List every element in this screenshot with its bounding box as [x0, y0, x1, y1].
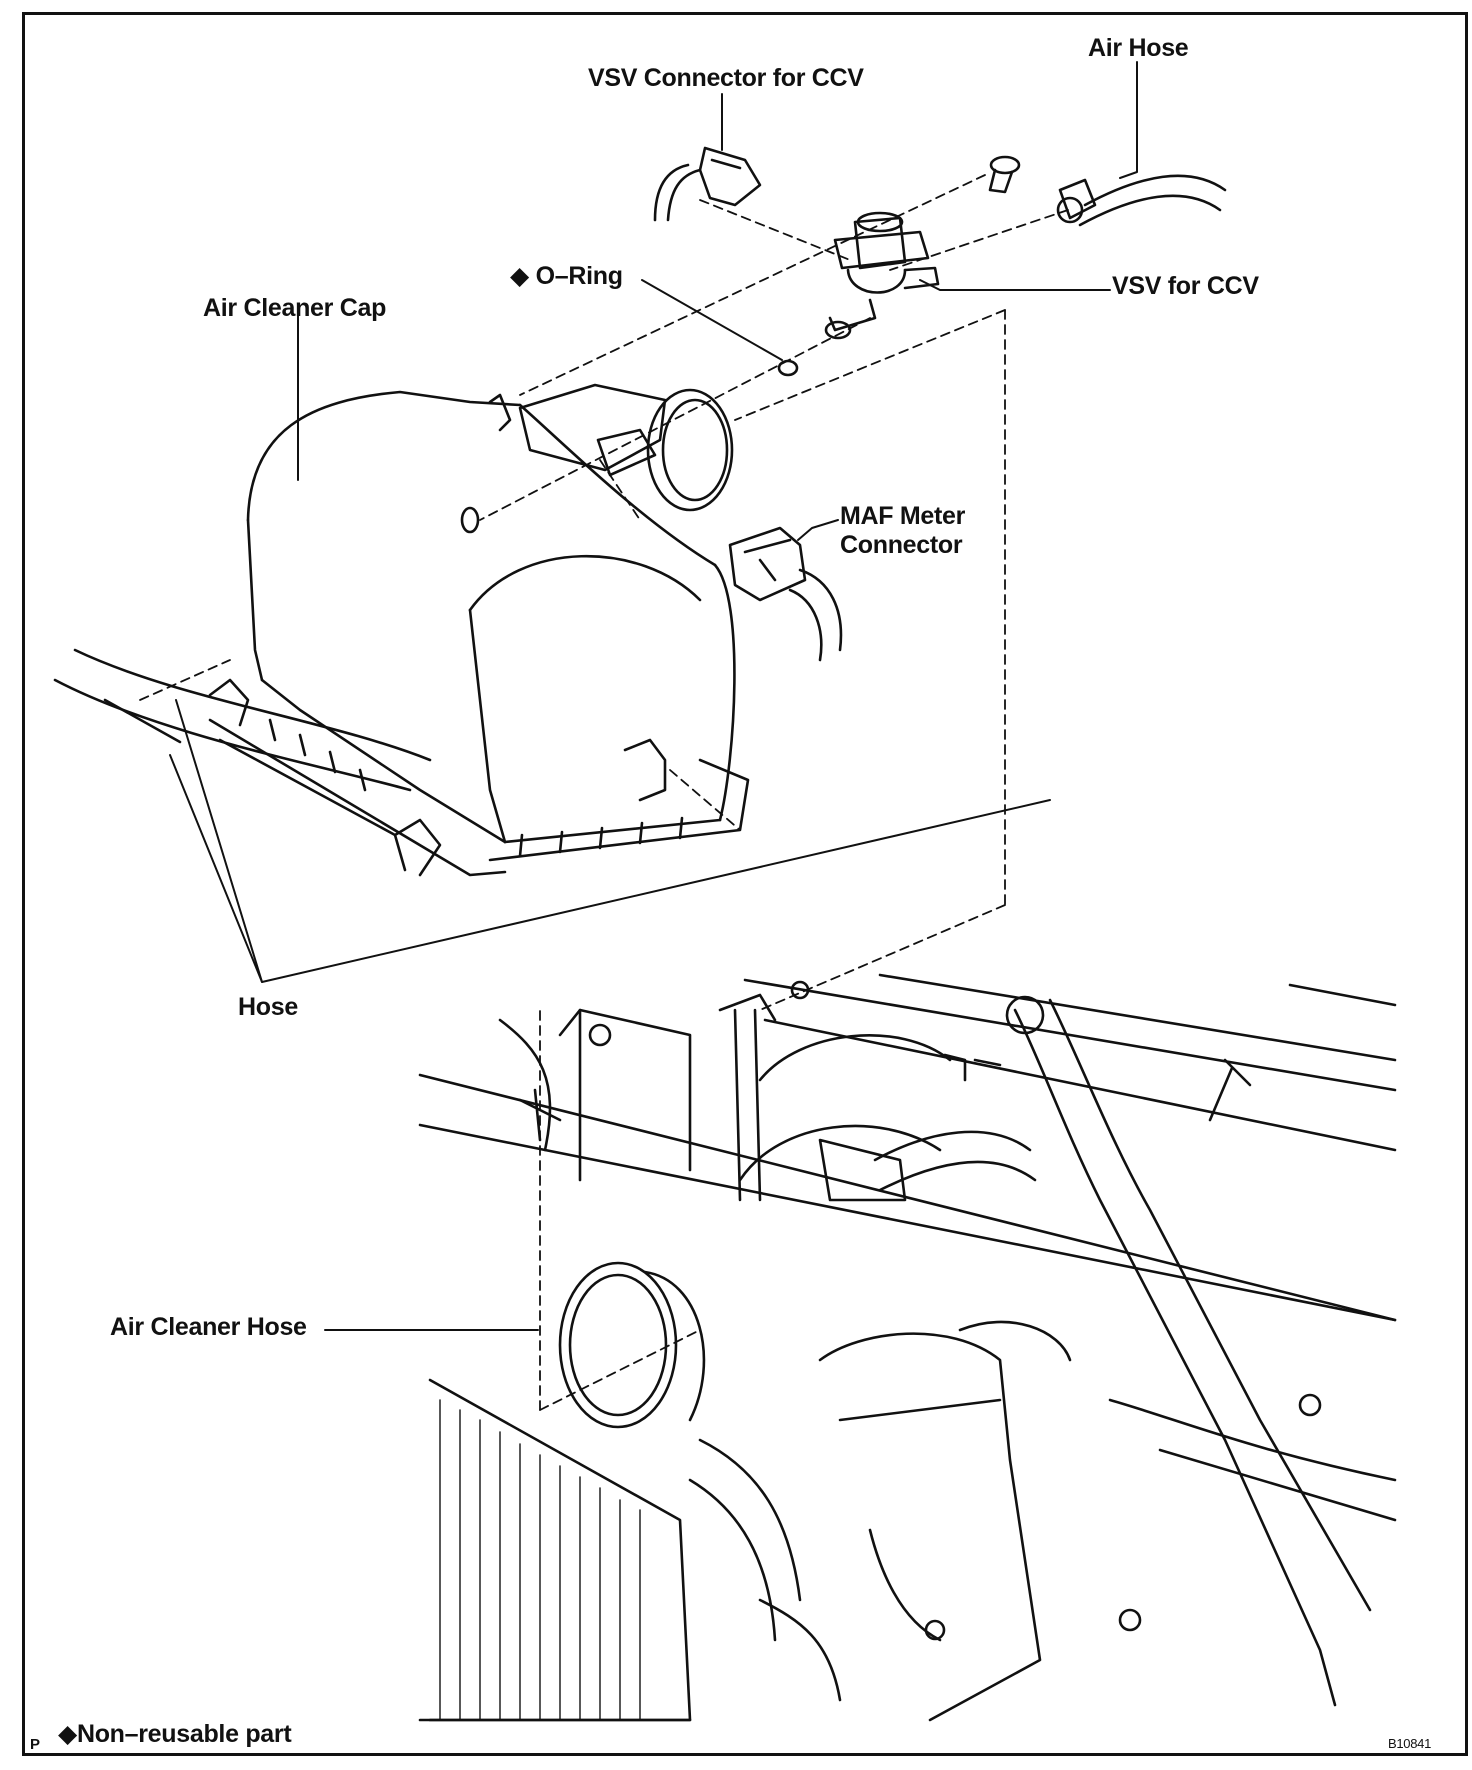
legend-non-reusable: ◆Non–reusable part [58, 1720, 292, 1749]
vsv-connector-part [653, 146, 762, 222]
legend-text: Non–reusable part [76, 1720, 292, 1748]
label-vsv-connector-for-ccv: VSV Connector for CCV [588, 64, 864, 92]
non-reusable-marker-icon: ◆ [510, 262, 529, 290]
label-hose: Hose [238, 993, 298, 1021]
engine-bay-drawing [418, 973, 1397, 1722]
leader-lines [169, 61, 1138, 1331]
label-o-ring: ◆ O–Ring [510, 262, 623, 291]
label-vsv-for-ccv: VSV for CCV [1112, 272, 1259, 300]
air-hose-part [1056, 174, 1227, 227]
assembly-dashed-lines [139, 174, 1069, 1411]
label-air-cleaner-hose: Air Cleaner Hose [110, 1313, 307, 1341]
label-o-ring-text: O–Ring [535, 262, 623, 290]
label-maf-meter-connector-line1: MAF Meter [840, 502, 966, 530]
label-air-hose: Air Hose [1088, 34, 1189, 62]
figure-id: B10841 [1388, 1736, 1432, 1751]
o-ring-part [777, 359, 799, 377]
corner-letter: P [30, 1736, 40, 1753]
maf-connector-part [728, 526, 843, 662]
label-maf-meter-connector-line2: Connector [840, 530, 963, 559]
maf-meter-part [488, 383, 734, 512]
label-maf-meter-connector: MAF Meter Connector [840, 502, 965, 560]
air-cleaner-cap-part [208, 390, 750, 877]
hose-lines-left [53, 648, 432, 792]
diagram-frame [22, 12, 1468, 1756]
screw-part [988, 155, 1021, 194]
label-air-cleaner-cap: Air Cleaner Cap [203, 294, 387, 322]
legend-marker-icon: ◆ [58, 1720, 77, 1748]
vsv-body-part [824, 211, 940, 340]
